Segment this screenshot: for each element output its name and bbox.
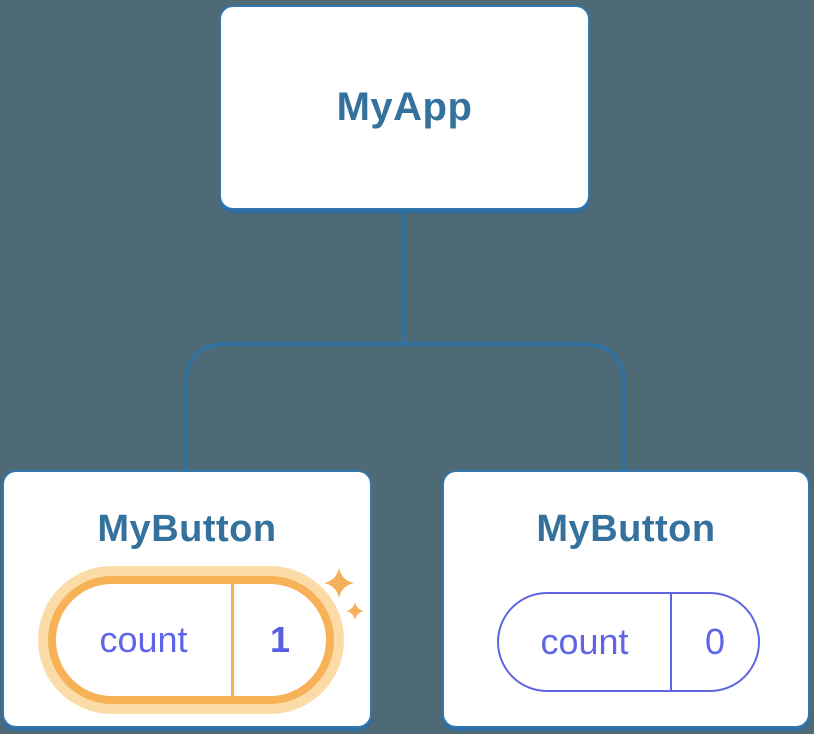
state-pill-divider xyxy=(231,584,234,696)
node-mybutton-label: MyButton xyxy=(536,508,716,550)
sparkle-icon-small xyxy=(346,602,364,620)
state-value-label: 0 xyxy=(704,621,726,662)
sparkle-icon-large xyxy=(324,568,354,598)
state-pill-default: count 0 xyxy=(497,592,760,692)
state-name-label: count xyxy=(99,619,188,660)
state-value-cell: 1 xyxy=(234,584,326,696)
state-pill-divider xyxy=(670,594,672,690)
state-name-cell: count xyxy=(56,584,231,696)
node-mybutton-default: MyButton count 0 xyxy=(442,470,810,728)
state-name-label: count xyxy=(540,621,629,662)
state-value-label: 1 xyxy=(269,619,291,660)
state-name-cell: count xyxy=(499,594,670,690)
state-pill-highlighted: count 1 xyxy=(48,576,334,704)
node-mybutton-label: MyButton xyxy=(97,508,277,550)
state-value-cell: 0 xyxy=(672,594,758,690)
node-mybutton-highlighted: MyButton count 1 xyxy=(2,470,372,728)
node-myapp-label: MyApp xyxy=(336,85,473,129)
node-myapp: MyApp xyxy=(219,5,590,210)
